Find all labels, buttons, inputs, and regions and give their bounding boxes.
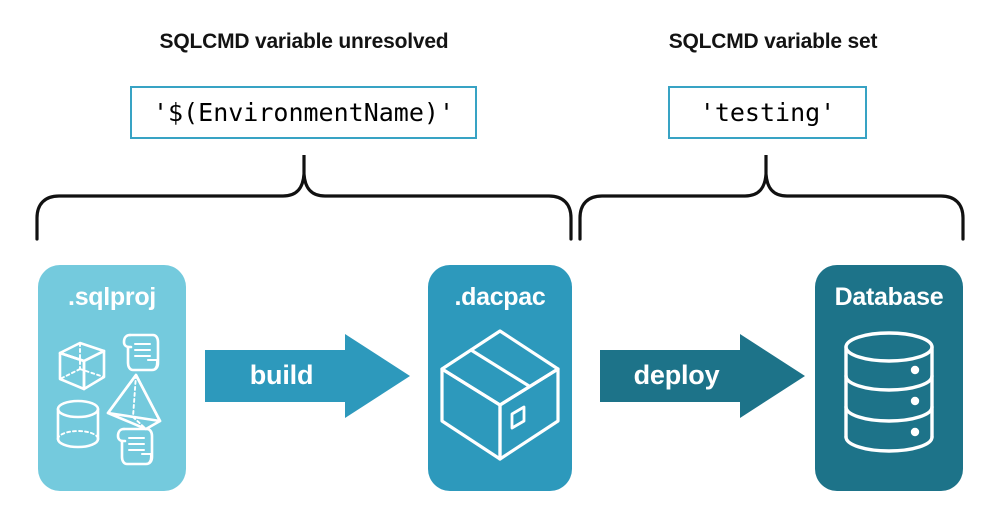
status-dot: [910, 365, 920, 375]
cylinder-icon: [56, 399, 100, 449]
arrow-deploy-polygon: [600, 334, 805, 418]
script-scroll-icon: [122, 333, 160, 372]
panel-sqlproj: .sqlproj: [38, 265, 186, 491]
arrow-deploy-shape: [600, 334, 805, 418]
database-cylinder-icon: [844, 331, 934, 453]
brace-group: [35, 155, 965, 241]
heading-sqlcmd-variable-unresolved: SQLCMD variable unresolved: [159, 30, 449, 53]
panel-dacpac: .dacpac: [428, 265, 572, 491]
panel-database: Database: [815, 265, 963, 491]
arrow-deploy: deploy: [600, 334, 805, 418]
cube-icon: [58, 341, 106, 391]
panel-sqlproj-artwork: [56, 333, 162, 466]
right-curly-brace: [578, 155, 965, 241]
heading-sqlcmd-variable-set: SQLCMD variable set: [668, 30, 878, 53]
left-curly-brace: [35, 155, 573, 241]
status-dot: [910, 396, 920, 406]
arrow-build-shape: [205, 334, 410, 418]
arrow-build-polygon: [205, 334, 410, 418]
package-box-icon: [440, 329, 560, 461]
code-box-environment-name: '$(EnvironmentName)': [130, 86, 477, 139]
panel-dacpac-title: .dacpac: [454, 283, 546, 311]
panel-database-title: Database: [834, 283, 944, 311]
status-dot: [910, 427, 920, 437]
panel-dacpac-artwork: [440, 329, 560, 461]
panel-sqlproj-title: .sqlproj: [68, 283, 156, 311]
arrow-build: build: [205, 334, 410, 418]
pyramid-icon: [106, 373, 162, 431]
script-scroll-icon: [116, 427, 154, 466]
code-box-left-value: '$(EnvironmentName)': [152, 98, 455, 127]
code-box-testing: 'testing': [668, 86, 867, 139]
panel-database-artwork: [844, 331, 934, 453]
code-box-right-value: 'testing': [699, 98, 836, 127]
